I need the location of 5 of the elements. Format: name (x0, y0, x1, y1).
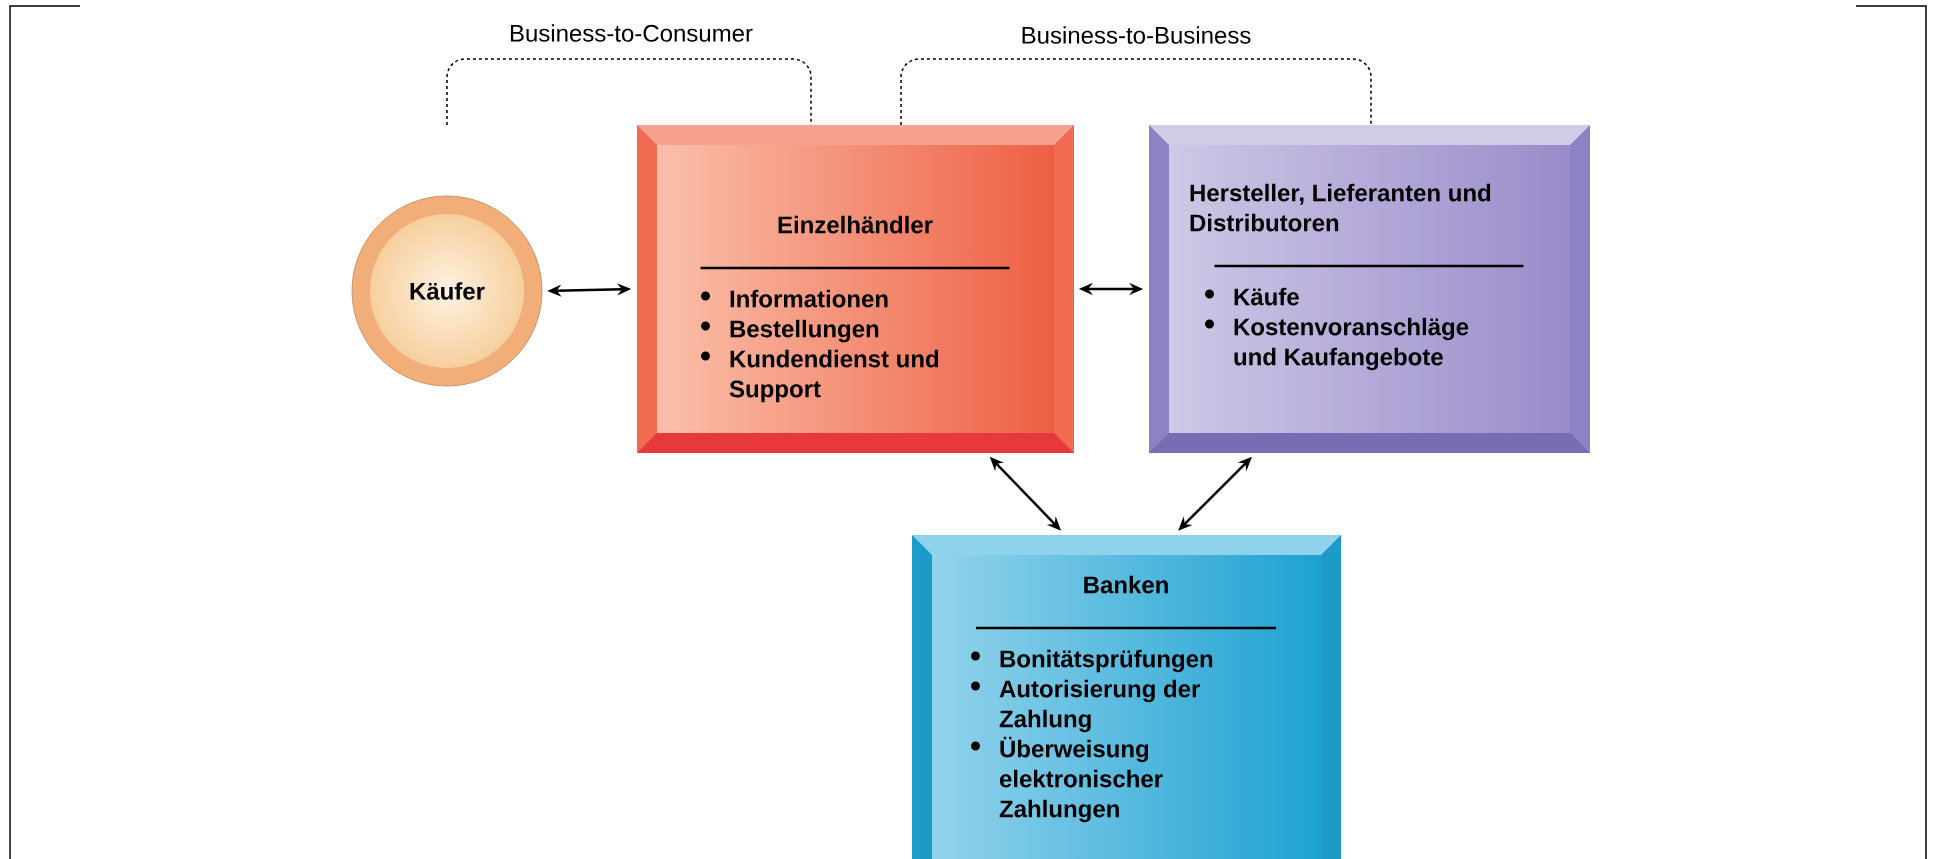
group-label: Business-to-Consumer (510, 24, 753, 42)
group-label: Business-to-Business (1022, 26, 1251, 44)
process-box: Banken Bonitätsprüfungen Autorisierung der Zahlung Überweisung elektronischer Zahlungen (912, 535, 1341, 859)
process-box: Einzelhändler Informationen Bestellungen Kundendienst und Support (637, 125, 1074, 453)
process-box: Hersteller, Lieferanten und Distributoren Käufe Kostenvoranschläge und Kaufangebote (1149, 125, 1590, 453)
